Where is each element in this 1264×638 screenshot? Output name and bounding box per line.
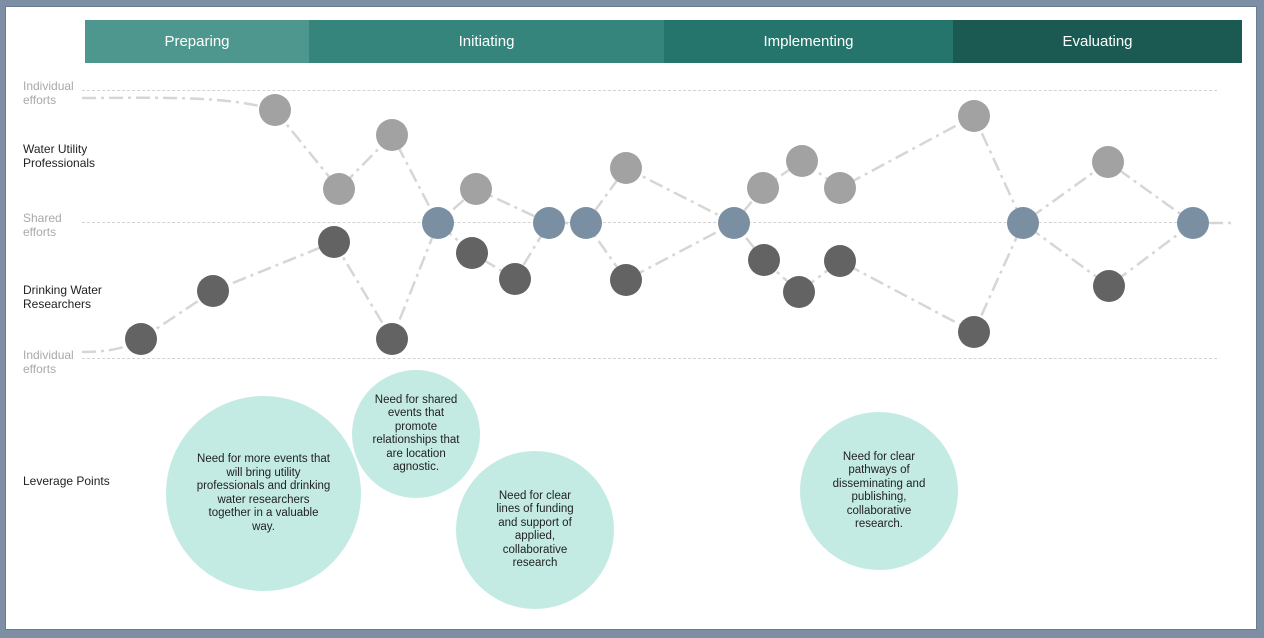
journey-connector bbox=[274, 109, 1236, 226]
researcher-touchpoint bbox=[318, 226, 350, 258]
row-label-shared-efforts: Shared efforts bbox=[23, 211, 62, 239]
researcher-touchpoint bbox=[197, 275, 229, 307]
journey-diagram-frame: Preparing Initiating Implementing Evalua… bbox=[6, 7, 1256, 629]
leverage-point-funding: Need for clear lines of funding and supp… bbox=[456, 451, 614, 609]
researcher-touchpoint bbox=[376, 323, 408, 355]
row-label-leverage-points: Leverage Points bbox=[23, 474, 110, 488]
researcher-touchpoint bbox=[958, 316, 990, 348]
guide-line-shared bbox=[82, 222, 1217, 223]
leverage-point-text: Need for more events that will bring uti… bbox=[196, 453, 331, 533]
researcher-touchpoint bbox=[499, 263, 531, 295]
professional-touchpoint bbox=[786, 145, 818, 177]
row-label-drinking-water-researchers: Drinking Water Researchers bbox=[23, 283, 102, 311]
professional-touchpoint bbox=[323, 173, 355, 205]
row-label-individual-efforts-bottom: Individual efforts bbox=[23, 348, 74, 376]
leverage-point-events-together: Need for more events that will bring uti… bbox=[166, 396, 361, 591]
researcher-touchpoint bbox=[1093, 270, 1125, 302]
professional-touchpoint bbox=[460, 173, 492, 205]
row-label-water-utility-professionals: Water Utility Professionals bbox=[23, 142, 96, 170]
leverage-point-text: Need for clear pathways of disseminating… bbox=[832, 450, 926, 531]
journey-connector-lead-professionals bbox=[81, 96, 276, 112]
researcher-touchpoint bbox=[456, 237, 488, 269]
journey-paths bbox=[81, 94, 1236, 355]
professional-touchpoint bbox=[824, 172, 856, 204]
shared-touchpoint bbox=[718, 207, 750, 239]
leverage-point-pathways: Need for clear pathways of disseminating… bbox=[800, 412, 958, 570]
journey-connector bbox=[140, 220, 1194, 342]
leverage-point-text: Need for shared events that promote rela… bbox=[372, 393, 460, 474]
professional-touchpoint bbox=[958, 100, 990, 132]
guide-line-individual-bottom bbox=[82, 358, 1217, 359]
shared-touchpoint bbox=[1007, 207, 1039, 239]
phase-initiating: Initiating bbox=[309, 20, 664, 63]
researcher-touchpoint bbox=[748, 244, 780, 276]
researcher-touchpoint bbox=[125, 323, 157, 355]
professional-touchpoint bbox=[747, 172, 779, 204]
professional-touchpoint bbox=[376, 119, 408, 151]
row-label-individual-efforts-top: Individual efforts bbox=[23, 79, 74, 107]
shared-touchpoint bbox=[570, 207, 602, 239]
professional-touchpoint bbox=[1092, 146, 1124, 178]
professional-touchpoint bbox=[259, 94, 291, 126]
shared-touchpoint bbox=[533, 207, 565, 239]
researcher-touchpoint bbox=[824, 245, 856, 277]
phase-preparing: Preparing bbox=[85, 20, 309, 63]
researcher-touchpoint bbox=[783, 276, 815, 308]
leverage-point-shared-events: Need for shared events that promote rela… bbox=[352, 370, 480, 498]
phase-implementing: Implementing bbox=[664, 20, 953, 63]
researcher-touchpoint bbox=[610, 264, 642, 296]
phase-evaluating: Evaluating bbox=[953, 20, 1242, 63]
professional-touchpoint bbox=[610, 152, 642, 184]
leverage-point-text: Need for clear lines of funding and supp… bbox=[496, 489, 574, 570]
shared-touchpoint bbox=[422, 207, 454, 239]
shared-touchpoint bbox=[1177, 207, 1209, 239]
guide-line-individual-top bbox=[82, 90, 1217, 91]
